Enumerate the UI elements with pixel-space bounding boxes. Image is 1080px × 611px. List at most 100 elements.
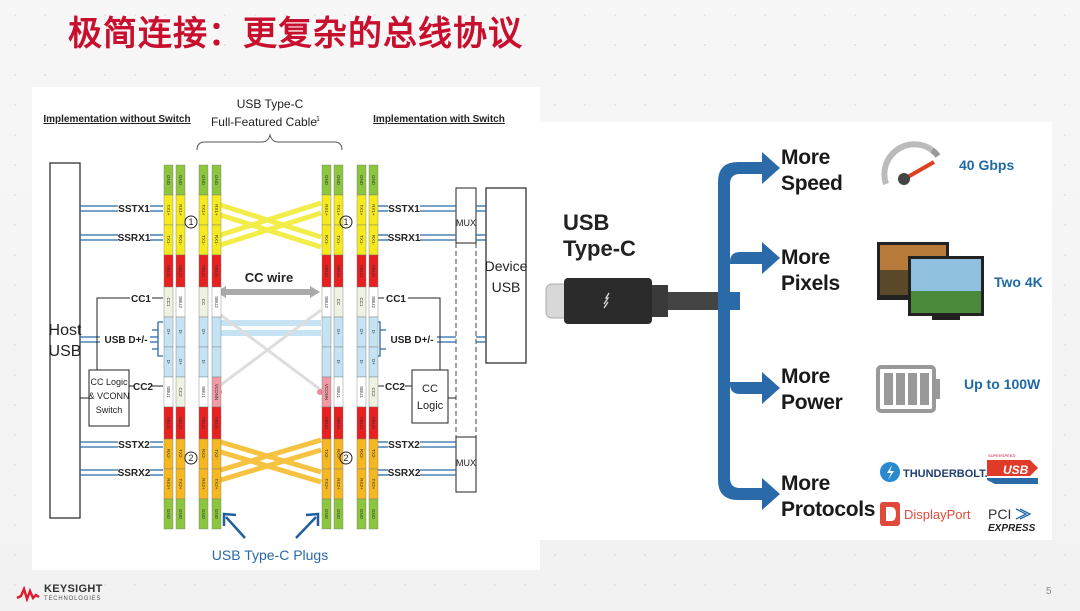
usb-c-connector-icon (545, 278, 728, 324)
pin-cell (198, 498, 209, 530)
label-sstx2-left: SSTX2 (118, 440, 150, 451)
label-usb-dpdm-right: USB D+/- (390, 335, 433, 346)
feature-pixels-line2: Pixels (781, 272, 840, 295)
keysight-technologies: TECHNOLOGIES (44, 596, 102, 602)
device-receptacle-strip-b: GNDRX1+RX1-VBUSSBU2D-D+CC2VBUSTX2-TX2+GN… (368, 164, 379, 530)
superspeed-lane2-crossings (213, 437, 322, 485)
left-signal-lines (80, 205, 163, 476)
pin-label: CC (336, 299, 341, 306)
pin-label: CC2 (178, 387, 183, 396)
pin-label: TX1+ (359, 205, 364, 216)
pin-label: TX2+ (324, 479, 329, 490)
pin-label: GND (166, 175, 171, 186)
pin-label: TX1+ (166, 205, 171, 216)
pin-label: D- (371, 330, 376, 335)
feature-protocols-line1: More (781, 472, 830, 495)
pin-label: D+ (336, 329, 341, 335)
label-sstx1-right: SSTX1 (388, 204, 420, 215)
pin-label: TX2+ (371, 479, 376, 490)
heading-cable-line1: USB Type-C (237, 97, 304, 111)
pin-label: RX1+ (178, 204, 183, 216)
label-ssrx1-right: SSRX1 (388, 233, 421, 244)
pixels-value: Two 4K (994, 274, 1043, 290)
superspeed-lane1-crossings (213, 200, 322, 250)
pin-label: RX2+ (359, 478, 364, 490)
side-marker-1-left-text: 1 (188, 217, 193, 227)
pin-label: TX1+ (201, 205, 206, 216)
pin-label: SBU1 (166, 386, 171, 398)
pin-label: TX2- (371, 449, 376, 459)
pin-cell (356, 498, 367, 530)
pin-label: RX2- (336, 449, 341, 460)
side-marker-1-right-text: 1 (343, 217, 348, 227)
thunderbolt-text: THUNDERBOLT. (903, 468, 988, 480)
label-usb-dpdm-left: USB D+/- (104, 335, 147, 346)
pin-label: SBU2 (178, 296, 183, 308)
pin-label: CC1 (359, 297, 364, 306)
pin-label: VBUS (336, 417, 341, 429)
pin-label: TX1- (166, 235, 171, 245)
pin-label: VBUS (324, 265, 329, 277)
pin-label: GND (214, 175, 219, 186)
pin-label: RX1+ (324, 204, 329, 216)
thunderbolt-logo: THUNDERBOLT. (880, 462, 988, 482)
pin-label: GND (178, 175, 183, 186)
usb-type-c-wiring-diagram: Implementation without Switch USB Type-C… (32, 87, 540, 570)
cc-logic-left-line3: Switch (96, 405, 123, 415)
pin-label: VCONN (324, 384, 329, 400)
feature-power-line1: More (781, 365, 830, 388)
side-marker-1-left (184, 215, 198, 229)
device-label-2: USB (492, 279, 521, 295)
slide-title: 极简连接：更复杂的总线协议 (68, 14, 523, 54)
host-label-2: USB (49, 343, 82, 360)
cc-logic-vconn-switch-box (88, 369, 130, 427)
pin-label: RX1+ (214, 204, 219, 216)
mux-bottom-box (455, 436, 477, 493)
pin-label: SBU1 (359, 386, 364, 398)
pin-label: D+ (178, 359, 183, 365)
pin-label: VBUS (336, 265, 341, 277)
plug-pointer-arrows (222, 512, 320, 539)
pin-label: VCONN (214, 384, 219, 400)
label-ssrx1-left: SSRX1 (118, 233, 151, 244)
power-value: Up to 100W (964, 376, 1041, 392)
pin-label: RX1- (214, 235, 219, 246)
mux-bottom-label: MUX (456, 458, 476, 468)
pin-label: GND (201, 509, 206, 520)
pin-label: RX2+ (166, 478, 171, 490)
pin-label: GND (324, 175, 329, 186)
superspeed-text: SUPERSPEED (988, 453, 1015, 458)
connector-and-arrows: THUNDERBOLT. SUPERSPEED USB DisplayPort … (545, 141, 1038, 534)
pin-label: TX2- (214, 449, 219, 459)
pin-label: SBU1 (201, 386, 206, 398)
side-marker-2-left-text: 2 (188, 453, 193, 463)
pin-label: VBUS (166, 417, 171, 429)
pin-label: VBUS (178, 265, 183, 277)
keysight-logo: KEYSIGHT TECHNOLOGIES (16, 584, 103, 603)
pin-label: VBUS (371, 265, 376, 277)
feature-branch-arrows (718, 152, 780, 510)
label-cc2-right: CC2 (385, 382, 405, 393)
label-sstx1-left: SSTX1 (118, 204, 150, 215)
pin-label: GND (214, 509, 219, 520)
pci-text: PCI (988, 506, 1011, 522)
right-cc-lines (375, 297, 456, 399)
pin-label: TX1- (201, 235, 206, 245)
pin-cell (321, 346, 332, 378)
pin-cell (211, 316, 222, 348)
feature-speed-label: More Speed (781, 145, 843, 197)
usb-type-c-features-panel (540, 122, 1052, 540)
displayport-logo: DisplayPort (880, 502, 971, 526)
pin-label: RX2- (201, 449, 206, 460)
pin-label: D+ (371, 359, 376, 365)
heading-cable-line2: Full-Featured Cable (211, 115, 317, 129)
pin-label: TX2- (178, 449, 183, 459)
host-usb-box (49, 162, 81, 519)
host-receptacle-strip-a: GNDTX1+TX1-VBUSCC1D+D-SBU1VBUSRX2-RX2+GN… (163, 164, 174, 530)
pin-cell (175, 498, 186, 530)
pin-label: RX1+ (371, 204, 376, 216)
